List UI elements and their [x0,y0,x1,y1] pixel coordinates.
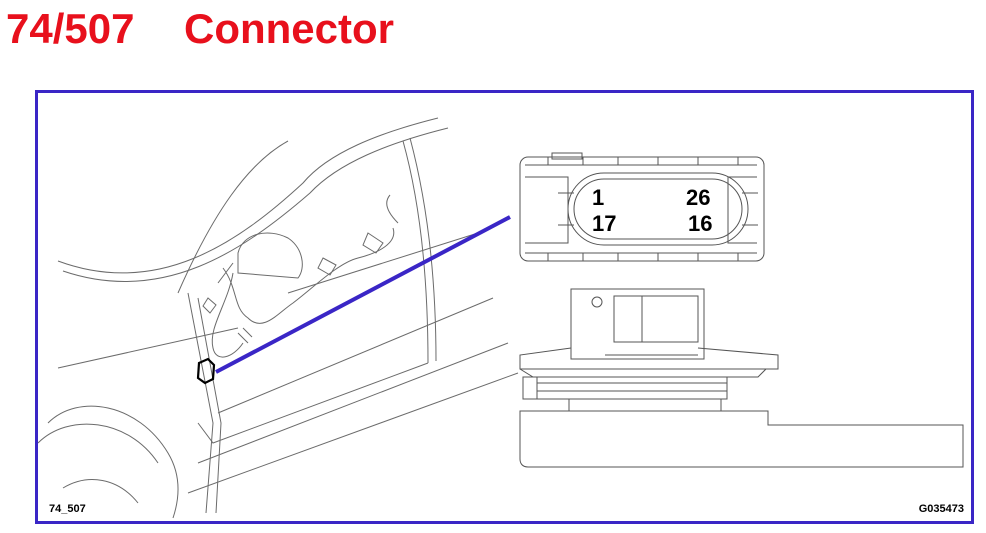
page-title: 74/507 Connector [6,4,394,54]
connector-front-view [519,152,765,262]
figure-ref-right: G035473 [918,503,964,515]
connector-location-marker [196,357,216,385]
car-door-illustration [38,117,519,519]
pointer-line [215,215,511,374]
pin-label-top-left: 1 [592,185,604,210]
pin-label-bottom-left: 17 [592,211,616,236]
title-name: Connector [184,5,394,52]
diagram-frame: 1 26 17 16 74_507 G035473 [35,90,974,524]
pin-label-bottom-right: 16 [688,211,712,236]
pin-label-top-right: 26 [686,185,710,210]
title-number: 74/507 [6,5,135,52]
connector-side-view [519,288,964,468]
diagram-canvas: 1 26 17 16 [38,117,964,519]
figure-ref-left: 74_507 [49,503,86,515]
